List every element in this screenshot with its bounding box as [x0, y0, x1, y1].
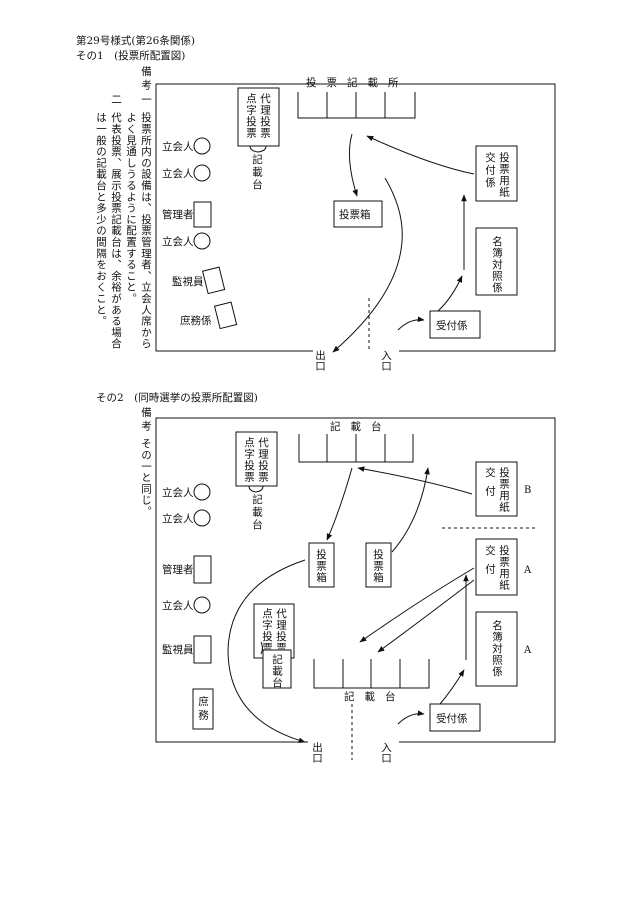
d2-supervisor: 監視員 [162, 643, 194, 656]
diagram2-notes: 備考 その一と同じ。 [140, 406, 152, 517]
d2-desk2-label: 記載台 [271, 653, 283, 688]
d2-observer2-seat [193, 509, 211, 527]
d2-proxy-b: 点字投票 [243, 437, 255, 483]
d2-observer3: 立会人 [162, 599, 194, 612]
d2-ballot-box1 [308, 542, 335, 588]
d2-walls [155, 417, 556, 743]
d1-manager: 管理者 [162, 208, 194, 221]
d2-clerk: 庶務 [197, 695, 209, 723]
d1-note-title: 備考 [140, 65, 152, 93]
d2-roll-box [475, 611, 518, 687]
d2-ballot-box2 [365, 542, 392, 588]
d2-issue-b-a: 交付 [484, 466, 496, 504]
d1-manager-seat [193, 201, 212, 228]
d1-proxy-a: 代理投票 [259, 93, 271, 139]
d2-observer2: 立会人 [162, 512, 194, 525]
d2-proxy-a: 代理投票 [257, 437, 269, 483]
d1-note1-num: 一 [140, 94, 152, 105]
d2-bottom-table-label: 記載台 [344, 690, 406, 703]
d1-desk-label: 記載台 [251, 153, 263, 191]
d2-manager-seat [193, 555, 212, 584]
d2-supervisor-seat [193, 635, 212, 664]
d1-entrance-label: 入口 [380, 350, 392, 371]
d2-proxy-desk [235, 431, 278, 487]
d2-issue-a-a: 交付 [484, 544, 496, 582]
d1-supervisor: 監視員 [172, 275, 204, 288]
d1-top-table-label: 投票記載所 [306, 76, 409, 89]
d1-roll-label: 名簿対照係 [491, 235, 503, 293]
diagram1-room: 投票記載所 代理投票 点字投票 記載台 立会人 立会人 管理者 立会人 監視員 … [155, 76, 556, 371]
part1-caption: その1 (投票所配置図) [76, 49, 185, 62]
d2-mark-a1: A [523, 565, 532, 576]
d2-issue-b-box [475, 461, 518, 517]
d1-roll-box [475, 227, 518, 296]
d1-observer3-seat [193, 232, 211, 250]
d1-issue-b: 投票用紙 [498, 151, 510, 198]
d2-issue-a-box [475, 538, 518, 596]
d1-clerk-seat [213, 301, 238, 330]
d2-roll-label: 名簿対照係 [491, 619, 503, 677]
d2-observer1: 立会人 [162, 486, 194, 499]
d2-entrance-label: 入口 [380, 742, 392, 763]
d1-supervisor-seat [201, 266, 226, 295]
d2-observer3-seat [193, 596, 211, 614]
d1-reception-label: 受付係 [436, 319, 468, 332]
d1-observer1-seat [193, 137, 211, 155]
d1-note2-a: 代表投票、展示投票記載台は、余裕がある場合 [110, 112, 122, 349]
d1-observer1: 立会人 [162, 140, 194, 153]
part2-caption: その2 (同時選挙の投票所配置図) [96, 391, 258, 404]
diagram2-room: 記載台 代理投票 点字投票 記載台 立会人 立会人 管理者 立会人 監視員 庶務… [155, 417, 556, 763]
d2-proxy2-desk [253, 603, 295, 659]
d1-note2-b: は一般の記載台と多少の間隔をおくこと。 [95, 112, 107, 327]
d2-reception-label: 受付係 [436, 712, 468, 725]
d1-observer3: 立会人 [162, 235, 194, 248]
d1-proxy-desk [237, 87, 280, 147]
d2-issue-b-b: 投票用紙 [498, 466, 510, 513]
d2-manager: 管理者 [162, 563, 194, 576]
d2-note-title: 備考 [140, 406, 152, 434]
d2-observer1-seat [193, 483, 211, 501]
d2-mark-b: B [524, 485, 531, 496]
d1-issue-box [475, 145, 518, 202]
d1-observer2: 立会人 [162, 167, 194, 180]
d1-clerk: 庶務係 [180, 314, 212, 327]
form-title: 第29号様式(第26条関係) [76, 34, 195, 47]
d2-clerk-seat [192, 688, 214, 730]
diagram1-notes: 備考 一 投票所内の設備は、投票管理者、立会人席から よく見通しうるように配置す… [95, 65, 152, 349]
d1-issue-a: 交付係 [484, 151, 496, 189]
d2-mark-a2: A [523, 645, 532, 656]
d2-exit-label: 出口 [311, 741, 323, 763]
d2-ballot-box1-label: 投票箱 [315, 548, 327, 583]
d1-ballot-box-label: 投票箱 [339, 208, 371, 221]
d1-ballot-box [333, 200, 383, 228]
d1-note1-a: 投票所内の設備は、投票管理者、立会人席から [140, 111, 152, 349]
d1-observer2-seat [193, 164, 211, 182]
d2-top-table-label: 記載台 [330, 420, 392, 433]
d1-reception-box [429, 310, 481, 339]
d1-proxy-b: 点字投票 [245, 93, 257, 139]
d2-proxy2-b: 点字投票 [261, 608, 273, 654]
d2-note-text: その一と同じ。 [140, 438, 152, 517]
d1-walls [155, 83, 556, 352]
d2-ballot-box2-label: 投票箱 [372, 548, 384, 583]
d2-reception-box [429, 703, 481, 732]
d2-desk2 [262, 649, 292, 689]
d2-proxy2-a: 代理投票 [275, 608, 287, 654]
d2-issue-a-b: 投票用紙 [498, 544, 510, 591]
d2-desk-label: 記載台 [251, 493, 263, 531]
d1-note1-b: よく見通しうるように配置すること。 [125, 112, 137, 304]
d1-exit-label: 出口 [314, 349, 326, 371]
d1-note2-num: 二 [110, 94, 122, 105]
